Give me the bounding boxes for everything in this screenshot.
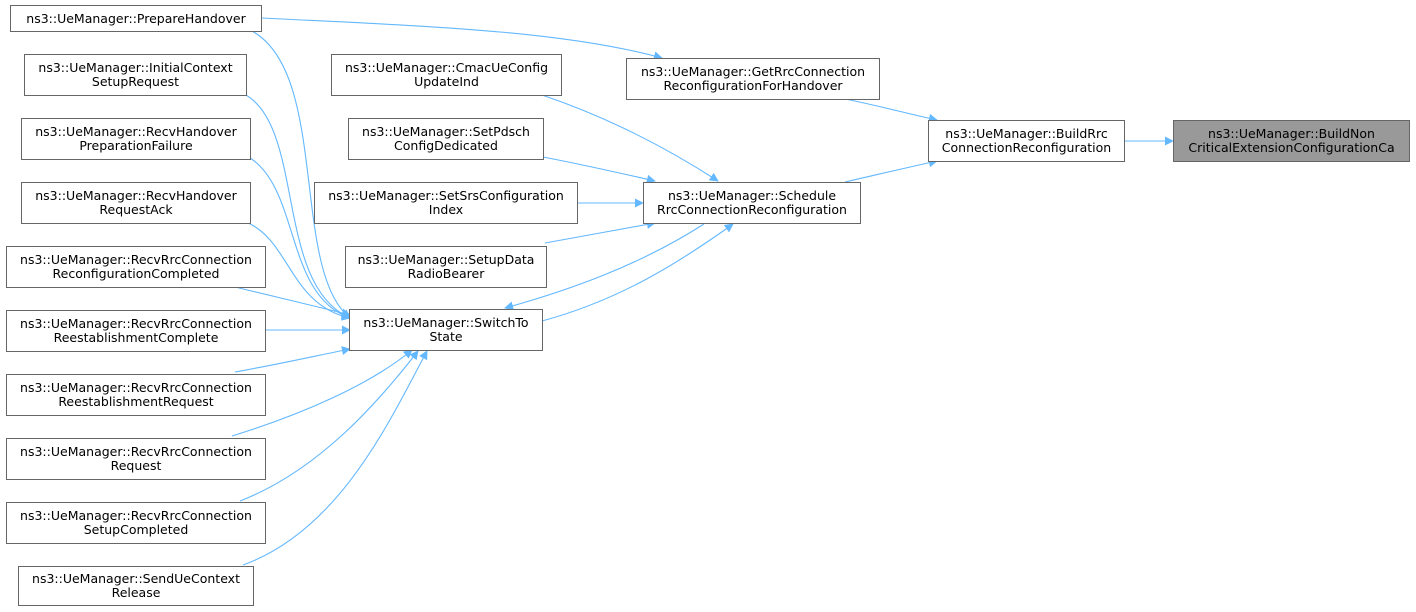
node-label-line2: PreparationFailure (79, 138, 193, 153)
node-schedule-rrc-connection-reconfiguration[interactable]: ns3::UeManager::Schedule RrcConnectionRe… (643, 182, 861, 224)
node-label-line1: ns3::UeManager::RecvRrcConnection (20, 508, 252, 523)
node-label-line2: RadioBearer (407, 266, 485, 281)
edge-preparehandover-to-getrrc (261, 17, 663, 61)
node-label-line1: ns3::UeManager::RecvHandover (35, 124, 237, 139)
edge-switchto-to-schedule (541, 223, 734, 322)
node-label-line1: ns3::UeManager::GetRrcConnection (640, 64, 866, 79)
node-label-line2: Release (111, 585, 161, 600)
node-label-line2: CriticalExtensionConfigurationCa (1188, 140, 1395, 155)
node-label-line1: ns3::UeManager::RecvRrcConnection (20, 380, 252, 395)
node-send-ue-context-release[interactable]: ns3::UeManager::SendUeContext Release (18, 566, 254, 606)
edge-recvrrcsetup-to-switchto (239, 350, 419, 502)
edge-getrrc-to-buildrrc (844, 98, 938, 123)
node-label-line1: ns3::UeManager::RecvRrcConnection (20, 316, 252, 331)
node-label-line2: Request (110, 458, 162, 473)
edge-schedule-to-buildrrc (844, 158, 938, 183)
node-label-line2: State (429, 329, 463, 344)
node-label-line2: SetupCompleted (83, 522, 189, 537)
node-label-line1: ns3::UeManager::SetSrsConfiguration (328, 188, 564, 203)
node-switch-to-state[interactable]: ns3::UeManager::SwitchTo State (349, 309, 543, 351)
edge-senduecontext-to-switchto (242, 350, 428, 566)
edge-recvrrcreestrequest-to-switchto (234, 346, 351, 373)
node-label-line1: ns3::UeManager::SetPdsch (362, 124, 530, 139)
edge-preparehandover-to-switchto (249, 29, 351, 319)
edge-setupdata-to-schedule (544, 219, 656, 244)
node-set-pdsch-config-dedicated[interactable]: ns3::UeManager::SetPdsch ConfigDedicated (348, 118, 544, 160)
node-prepare-handover[interactable]: ns3::UeManager::PrepareHandover (10, 5, 262, 32)
node-build-non-critical-extension-configuration-ca: ns3::UeManager::BuildNon CriticalExtensi… (1173, 120, 1410, 162)
node-setup-data-radio-bearer[interactable]: ns3::UeManager::SetupData RadioBearer (345, 246, 547, 288)
node-label-line2: ConfigDedicated (394, 138, 498, 153)
node-label-line1: ns3::UeManager::BuildRrc (945, 126, 1108, 141)
node-recv-rrc-connection-reestablishment-request[interactable]: ns3::UeManager::RecvRrcConnection Reesta… (6, 374, 266, 416)
node-label-line1: ns3::UeManager::CmacUeConfig (344, 60, 549, 75)
node-label-line1: ns3::UeManager::PrepareHandover (26, 10, 246, 26)
node-label-line1: ns3::UeManager::SendUeContext (32, 571, 240, 586)
node-initial-context-setup-request[interactable]: ns3::UeManager::InitialContext SetupRequ… (24, 54, 247, 96)
node-label-line2: ReestablishmentRequest (58, 394, 214, 409)
node-label-line2: RrcConnectionReconfiguration (657, 202, 847, 217)
node-label-line2: ConnectionReconfiguration (941, 140, 1112, 155)
node-label-line1: ns3::UeManager::SwitchTo (363, 315, 529, 330)
edge-recvrrcreconf-to-switchto (234, 286, 351, 318)
edge-recvrrcrequest-to-switchto (231, 349, 413, 437)
node-label-line1: ns3::UeManager::RecvRrcConnection (20, 252, 252, 267)
node-label-line2: RequestAck (99, 202, 173, 217)
node-label-line1: ns3::UeManager::RecvRrcConnection (20, 444, 252, 459)
node-label-line2: ReconfigurationForHandover (663, 78, 843, 93)
edge-recvhandoverreqack-to-switchto (245, 221, 351, 321)
edge-initialcontext-to-switchto (245, 94, 351, 319)
node-label-line2: UpdateInd (414, 74, 479, 89)
edge-recvhandoverprepfail-to-switchto (249, 157, 351, 320)
node-label-line1: ns3::UeManager::InitialContext (38, 60, 233, 75)
node-label-line1: ns3::UeManager::Schedule (667, 188, 837, 203)
node-recv-handover-preparation-failure[interactable]: ns3::UeManager::RecvHandover Preparation… (21, 118, 251, 160)
node-label-line2: ReconfigurationCompleted (52, 266, 220, 281)
node-build-rrc-connection-reconfiguration[interactable]: ns3::UeManager::BuildRrc ConnectionRecon… (928, 120, 1125, 162)
node-label-line1: ns3::UeManager::SetupData (357, 252, 535, 267)
node-recv-rrc-connection-setup-completed[interactable]: ns3::UeManager::RecvRrcConnection SetupC… (6, 502, 266, 544)
node-get-rrc-connection-reconfiguration-for-handover[interactable]: ns3::UeManager::GetRrcConnection Reconfi… (626, 58, 880, 100)
node-recv-rrc-connection-reconfiguration-completed[interactable]: ns3::UeManager::RecvRrcConnection Reconf… (6, 246, 266, 288)
node-label-line2: SetupRequest (91, 74, 180, 89)
edge-setpdsch-to-schedule (542, 156, 656, 184)
edge-schedule-to-switchto (504, 223, 705, 311)
edge-cmac-to-schedule (541, 94, 719, 182)
node-label-line2: ReestablishmentComplete (53, 330, 219, 345)
node-recv-rrc-connection-reestablishment-complete[interactable]: ns3::UeManager::RecvRrcConnection Reesta… (6, 310, 266, 352)
node-recv-rrc-connection-request[interactable]: ns3::UeManager::RecvRrcConnection Reques… (6, 438, 266, 480)
node-label-line1: ns3::UeManager::RecvHandover (35, 188, 237, 203)
node-set-srs-configuration-index[interactable]: ns3::UeManager::SetSrsConfiguration Inde… (314, 182, 578, 224)
node-cmac-ue-config-update-ind[interactable]: ns3::UeManager::CmacUeConfig UpdateInd (331, 54, 562, 96)
node-label-line2: Index (428, 202, 464, 217)
node-label-line1: ns3::UeManager::BuildNon (1208, 126, 1375, 141)
node-recv-handover-request-ack[interactable]: ns3::UeManager::RecvHandover RequestAck (21, 182, 251, 224)
